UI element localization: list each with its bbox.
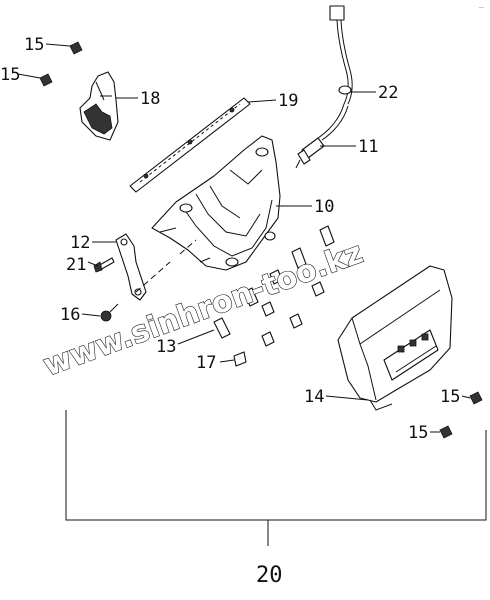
callout-10: 10 bbox=[314, 197, 334, 217]
assembly-bracket bbox=[65, 410, 487, 546]
callout-labels: 15 15 18 19 22 11 10 12 21 16 13 17 14 1… bbox=[0, 35, 460, 588]
part-13-bulbs bbox=[213, 225, 335, 347]
callout-15b: 15 bbox=[0, 65, 20, 85]
part-18-bracket bbox=[79, 71, 119, 141]
part-21-screw bbox=[93, 257, 115, 273]
corner-mark: ~ bbox=[478, 3, 485, 12]
callout-17: 17 bbox=[196, 353, 216, 373]
callout-20: 20 bbox=[256, 563, 283, 588]
fastener-15b bbox=[39, 73, 53, 87]
fastener-15c bbox=[469, 391, 483, 405]
callout-18: 18 bbox=[140, 89, 160, 109]
callout-22: 22 bbox=[378, 83, 398, 103]
callout-16: 16 bbox=[60, 305, 80, 325]
callout-15c: 15 bbox=[440, 387, 460, 407]
callout-14: 14 bbox=[304, 387, 324, 407]
fastener-15a bbox=[69, 41, 83, 55]
callout-11: 11 bbox=[358, 137, 378, 157]
fastener-15d bbox=[439, 425, 453, 439]
callout-12: 12 bbox=[70, 233, 90, 253]
callout-15d: 15 bbox=[408, 423, 428, 443]
part-12-arm-bracket bbox=[115, 233, 147, 301]
callout-13: 13 bbox=[156, 337, 176, 357]
part-11-sensor-plug bbox=[295, 137, 325, 169]
part-19-gasket bbox=[129, 97, 251, 193]
callout-21: 21 bbox=[66, 255, 86, 275]
fastener-16 bbox=[100, 303, 119, 322]
callout-19: 19 bbox=[278, 91, 298, 111]
part-22-cable-sensor bbox=[317, 5, 353, 141]
leader-lines bbox=[17, 43, 471, 433]
part-14-instrument-cluster bbox=[337, 265, 453, 411]
part-10-housing bbox=[151, 135, 281, 271]
fastener-17 bbox=[233, 351, 247, 367]
callout-15a: 15 bbox=[24, 35, 44, 55]
